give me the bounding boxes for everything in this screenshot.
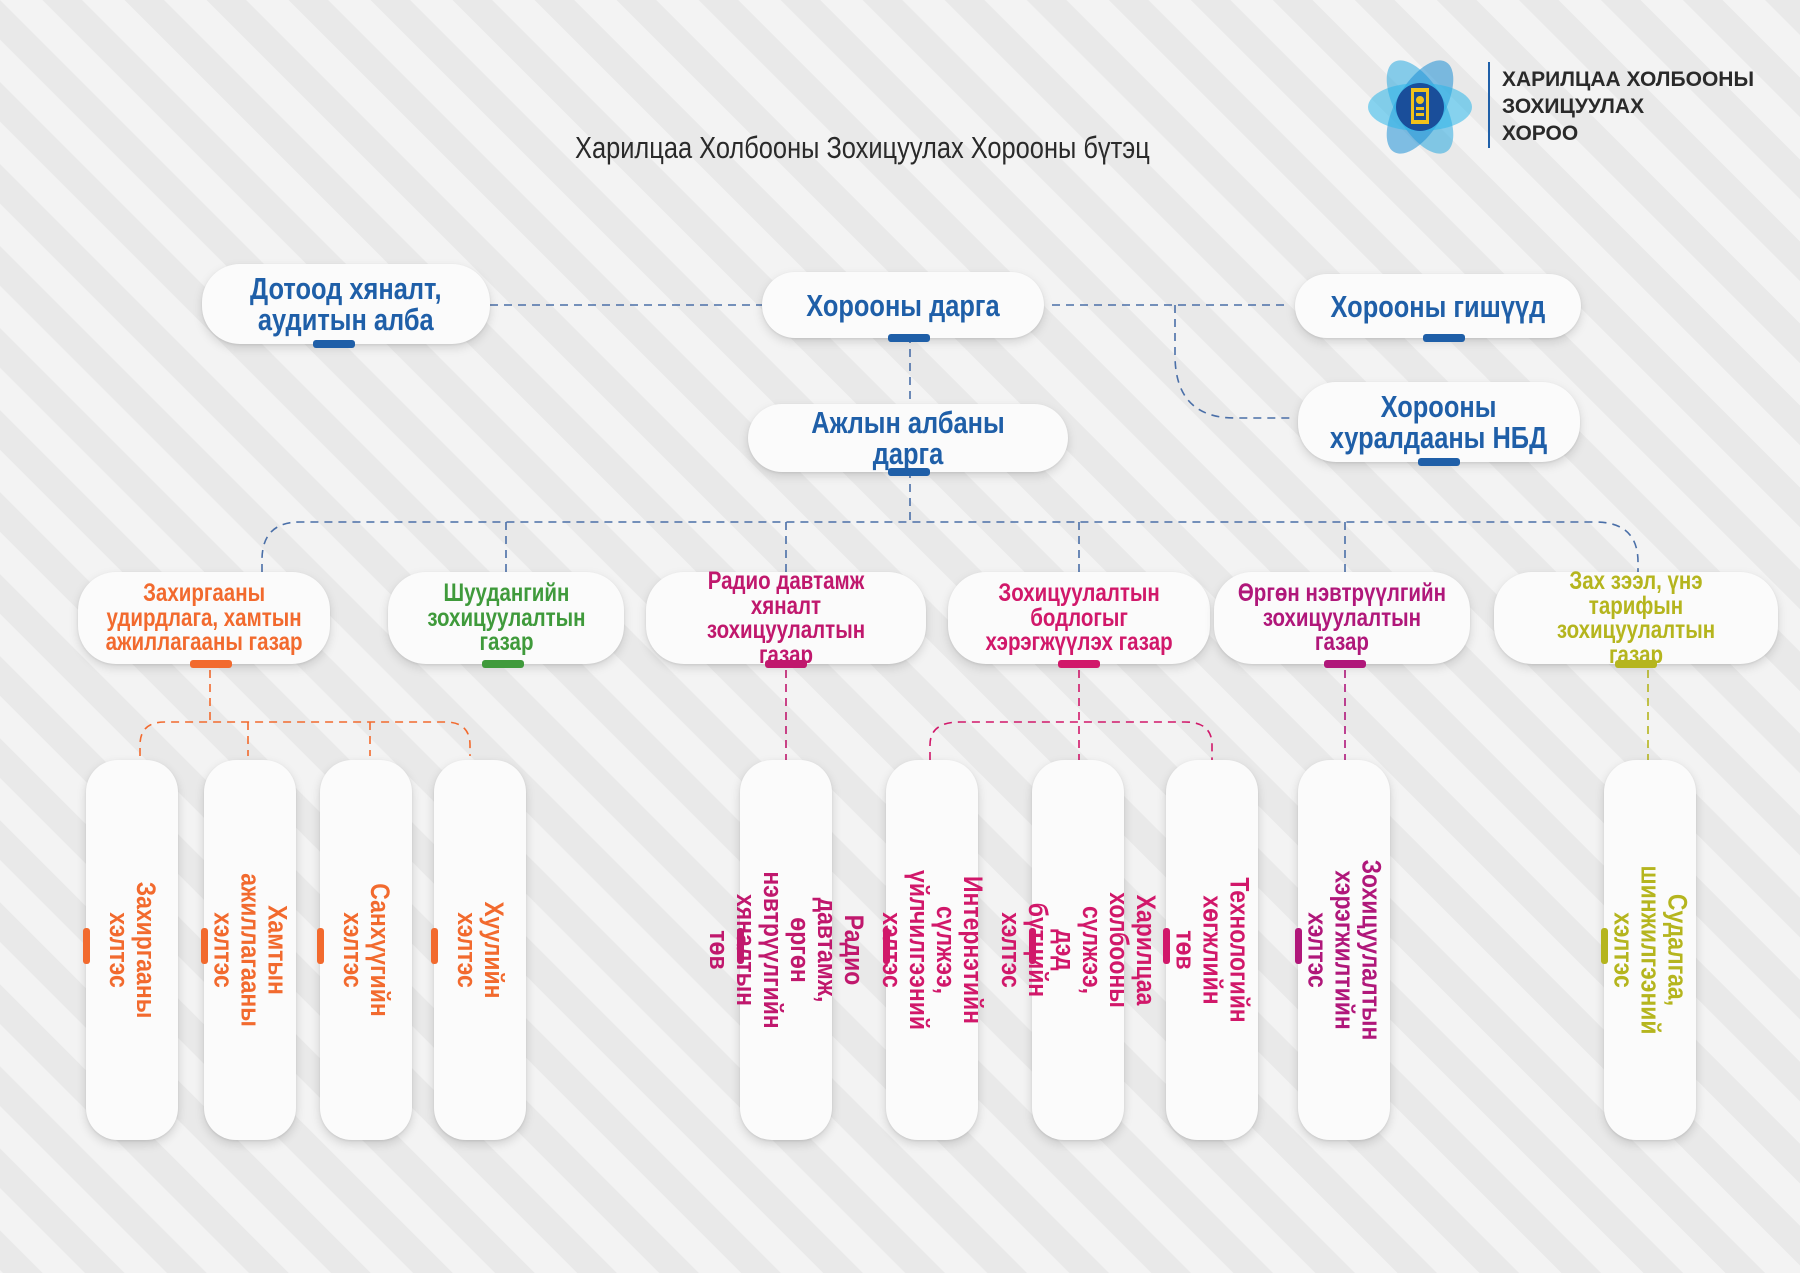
unit-tab bbox=[1029, 928, 1036, 964]
department-tab bbox=[190, 660, 232, 668]
unit-label: Интернэтийн сүлжээ, үйлчилгээний хэлтэс bbox=[877, 870, 988, 1030]
unit-tab bbox=[1601, 928, 1608, 964]
unit-card: Санхүүгийн хэлтэс bbox=[317, 760, 412, 1140]
organization-name: ХАРИЛЦАА ХОЛБООНЫ ЗОХИЦУУЛАХ ХОРОО bbox=[1502, 66, 1754, 147]
unit-tab bbox=[317, 928, 324, 964]
department-card: Шуудангийн зохицуулалтын газар bbox=[388, 572, 624, 668]
unit-tab bbox=[431, 928, 438, 964]
department-label: Зохицуулалтын бодлогыг хэрэгжүүлэх газар bbox=[985, 579, 1173, 657]
office-head-node: Ажлын албаны дарга bbox=[748, 404, 1068, 476]
unit-label: Судалгаа, шинжилгээний хэлтэс bbox=[1608, 865, 1693, 1035]
unit-card: Радио давтамж, өргөн нэвтрүүлгийн хяналт… bbox=[704, 760, 869, 1140]
page-title: Харилцаа Холбооны Зохицуулах Хорооны бүт… bbox=[575, 130, 1150, 165]
organization-name-line: ХАРИЛЦАА ХОЛБООНЫ bbox=[1502, 68, 1755, 91]
department-card: Радио давтамж хяналт зохицуулалтын газар bbox=[646, 567, 926, 669]
chairman-label: Хорооны дарга bbox=[806, 287, 1000, 323]
department-tab bbox=[1615, 660, 1657, 668]
unit-card: Хамтын ажиллагааны хэлтэс bbox=[201, 760, 296, 1140]
chairman-node: Хорооны дарга bbox=[762, 272, 1044, 342]
logo-divider bbox=[1488, 62, 1490, 148]
department-tab bbox=[1058, 660, 1100, 668]
unit-card: Судалгаа, шинжилгээний хэлтэс bbox=[1601, 760, 1696, 1140]
department-label: Радио давтамж хяналт зохицуулалтын газар bbox=[706, 567, 866, 669]
department-tab bbox=[482, 660, 524, 668]
unit-tab bbox=[737, 928, 744, 964]
node-tab bbox=[313, 340, 355, 348]
department-label: Өргөн нэвтрүүлгийн зохицуулалтын газар bbox=[1237, 579, 1447, 657]
node-tab bbox=[1418, 458, 1460, 466]
department-label: Захиргааны удирдлага, хамтын ажиллагааны… bbox=[105, 579, 303, 657]
department-card: Захиргааны удирдлага, хамтын ажиллагааны… bbox=[78, 572, 330, 668]
department-label: Зах зээл, үнэ тарифын зохицуулалтын газа… bbox=[1556, 567, 1716, 669]
unit-card: Захиргааны хэлтэс bbox=[83, 760, 178, 1140]
node-tab bbox=[888, 334, 930, 342]
committee-members-node: Хорооны гишүүд bbox=[1295, 274, 1581, 342]
unit-label: Зохицуулалтын хэрэгжилтийн хэлтэс bbox=[1302, 859, 1387, 1041]
unit-label: Хуулийн хэлтэс bbox=[452, 901, 509, 999]
node-tab bbox=[1423, 334, 1465, 342]
department-card: Зах зээл, үнэ тарифын зохицуулалтын газа… bbox=[1494, 567, 1778, 669]
internal-audit-node: Дотоод хяналт, аудитын алба bbox=[202, 264, 490, 348]
unit-tab bbox=[1295, 928, 1302, 964]
unit-tab bbox=[83, 928, 90, 964]
organization-name-line: ХОРОО bbox=[1502, 122, 1579, 145]
unit-tab bbox=[883, 928, 890, 964]
unit-tab bbox=[1163, 928, 1170, 964]
unit-card: Хуулийн хэлтэс bbox=[431, 760, 526, 1140]
department-tab bbox=[1324, 660, 1366, 668]
node-tab bbox=[888, 468, 930, 476]
unit-card: Технологийн хөгжлийн төв bbox=[1163, 760, 1258, 1140]
committee-members-label: Хорооны гишүүд bbox=[1330, 288, 1546, 324]
unit-label: Санхүүгийн хэлтэс bbox=[338, 883, 395, 1017]
soyombo-emblem-icon bbox=[1368, 60, 1472, 154]
meeting-secretary-label: Хорооны хуралдааны НБД bbox=[1330, 389, 1548, 455]
department-card: Өргөн нэвтрүүлгийн зохицуулалтын газар bbox=[1214, 572, 1470, 668]
department-tab bbox=[765, 660, 807, 668]
organization-name-line: ЗОХИЦУУЛАХ bbox=[1502, 95, 1645, 118]
department-label: Шуудангийн зохицуулалтын газар bbox=[426, 579, 586, 657]
unit-tab bbox=[201, 928, 208, 964]
unit-card: Зохицуулалтын хэрэгжилтийн хэлтэс bbox=[1295, 760, 1390, 1140]
unit-card: Харилцаа холбооны сүлжээ, дэд бүтцийн хэ… bbox=[996, 760, 1161, 1140]
unit-label: Радио давтамж, өргөн нэвтрүүлгийн хяналт… bbox=[704, 871, 869, 1029]
unit-label: Хамтын ажиллагааны хэлтэс bbox=[208, 873, 293, 1027]
department-card: Зохицуулалтын бодлогыг хэрэгжүүлэх газар bbox=[948, 572, 1210, 668]
unit-label: Технологийн хөгжлийн төв bbox=[1170, 877, 1255, 1023]
office-head-label: Ажлын албаны дарга bbox=[811, 405, 1005, 471]
internal-audit-label: Дотоод хяналт, аудитын алба bbox=[250, 271, 442, 337]
unit-card: Интернэтийн сүлжээ, үйлчилгээний хэлтэс bbox=[877, 760, 988, 1140]
unit-label: Захиргааны хэлтэс bbox=[104, 881, 161, 1019]
unit-label: Харилцаа холбооны сүлжээ, дэд бүтцийн хэ… bbox=[996, 892, 1161, 1008]
meeting-secretary-node: Хорооны хуралдааны НБД bbox=[1298, 382, 1580, 466]
